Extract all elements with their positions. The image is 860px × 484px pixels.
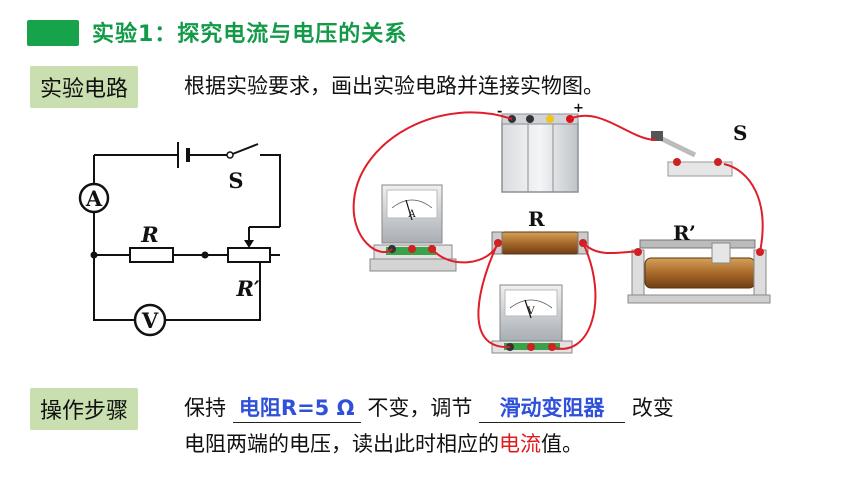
step-line-1: 保持 电阻R=5 Ω 不变，调节 滑动变阻器 改变 — [184, 392, 674, 423]
rheostat-label: R′ — [236, 276, 260, 301]
physical-switch-label: S — [733, 121, 747, 145]
circuit-schematic: A V S R R′ — [78, 142, 281, 337]
answer-blank-constant: 电阻R=5 Ω — [232, 392, 361, 423]
voltmeter-dial-letter: V — [526, 306, 535, 317]
connecting-wires — [352, 111, 764, 350]
knife-switch: S — [651, 121, 747, 177]
resistor-label: R — [140, 222, 158, 247]
circuit-section-tag: 实验电路 — [30, 66, 139, 108]
rheostat-slider-arrow — [244, 240, 254, 248]
battery-minus-label: - — [497, 104, 502, 119]
physical-circuit-illustration: - + S A R — [352, 101, 771, 354]
ammeter-dial-letter: A — [407, 209, 416, 220]
physical-voltmeter: V — [491, 284, 573, 354]
voltmeter-letter: V — [141, 308, 159, 333]
step-text-value: 值。 — [541, 432, 583, 456]
steps-section-tag: 操作步骤 — [30, 388, 139, 430]
switch-label: S — [228, 168, 243, 193]
answer-blank-rheostat: 滑动变阻器 — [479, 392, 626, 423]
circuit-instruction: 根据实验要求，画出实验电路并连接实物图。 — [184, 74, 604, 98]
battery-pack: - + — [497, 101, 584, 193]
step-highlight-current: 电流 — [499, 432, 541, 456]
step-text-adjust: 不变，调节 — [367, 396, 473, 420]
title-accent-bar — [27, 20, 79, 46]
battery-plus-label: + — [573, 101, 584, 116]
physical-resistor-label: R — [528, 207, 545, 231]
ammeter-symbol — [78, 182, 110, 214]
step-text-change: 改变 — [631, 396, 674, 420]
physical-rheostat-label: R’ — [673, 221, 696, 245]
step-text-voltage: 电阻两端的电压，读出此时相应的 — [184, 432, 499, 456]
physical-rheostat: R’ — [627, 221, 771, 304]
fixed-resistor: R — [491, 207, 589, 255]
page-title: 实验1：探究电流与电压的关系 — [92, 22, 408, 47]
voltmeter-symbol — [133, 303, 167, 337]
step-line-2: 电阻两端的电压，读出此时相应的电流值。 — [184, 428, 583, 458]
step-text-keep: 保持 — [184, 396, 226, 420]
physical-ammeter: A — [369, 184, 457, 272]
ammeter-letter: A — [85, 186, 103, 211]
